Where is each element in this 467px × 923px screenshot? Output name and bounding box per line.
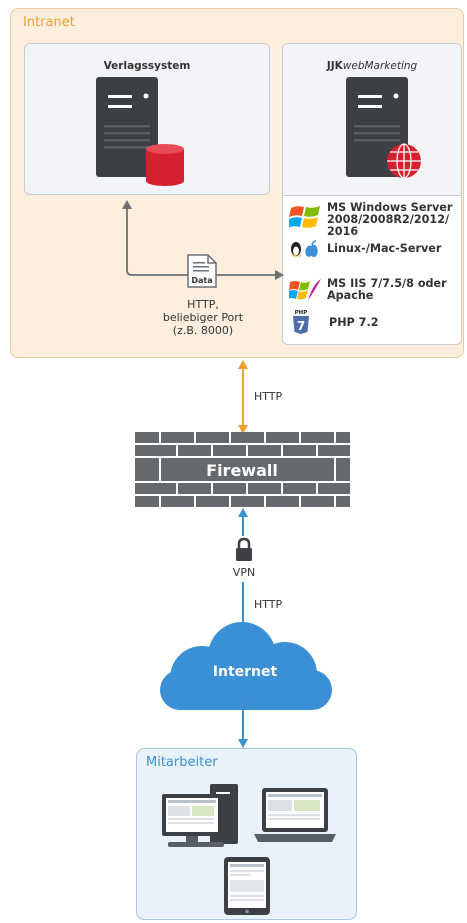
mitarbeiter-title: Mitarbeiter <box>146 755 218 770</box>
firewall-wall: Firewall <box>135 432 350 507</box>
php-logo-icon: PHP 7 <box>293 310 309 334</box>
server-web-icon <box>346 77 421 179</box>
data-connection-arrow <box>122 200 284 280</box>
vpn-arrow-top <box>238 508 248 536</box>
internet-label: Internet <box>213 664 278 680</box>
connection-label: HTTP, beliebiger Port (z.B. 8000) <box>162 298 244 337</box>
data-icon-label: Data <box>191 276 212 285</box>
svg-text:7: 7 <box>297 319 305 333</box>
internet-cloud: Internet <box>160 622 332 710</box>
svg-text:PHP: PHP <box>295 310 308 316</box>
tech-item-php: PHP 7 PHP 7.2 <box>283 308 378 334</box>
intranet-title: Intranet <box>23 15 75 30</box>
linux-mac-icon <box>291 240 318 257</box>
jjk-title: JJKwebMarketing <box>326 60 418 72</box>
tech-item-linux: Linux-/Mac-Server <box>283 240 441 258</box>
server-database-icon <box>96 77 184 186</box>
vpn-line-middle <box>242 582 244 622</box>
tech-item-iis: MS IIS 7/7.5/8 oder Apache <box>283 278 447 302</box>
verlagssystem-title: Verlagssystem <box>103 60 191 72</box>
data-document-icon: Data <box>187 254 217 288</box>
vpn-label: VPN <box>232 566 256 579</box>
laptop-icon <box>254 788 336 842</box>
firewall-label: Firewall <box>206 461 278 480</box>
http-bottom-label: HTTP <box>254 598 283 611</box>
windows-logo-icon <box>289 206 320 228</box>
tablet-icon <box>224 857 270 915</box>
desktop-computer-icon <box>162 784 238 847</box>
lock-icon <box>236 537 252 561</box>
tech-item-windows: MS Windows Server 2008/2008R2/2012/ 2016 <box>283 202 452 238</box>
iis-feather-icon <box>289 279 321 300</box>
http-top-label: HTTP <box>254 390 283 403</box>
http-arrow-orange <box>238 360 248 434</box>
vpn-arrow-bottom <box>238 700 248 748</box>
